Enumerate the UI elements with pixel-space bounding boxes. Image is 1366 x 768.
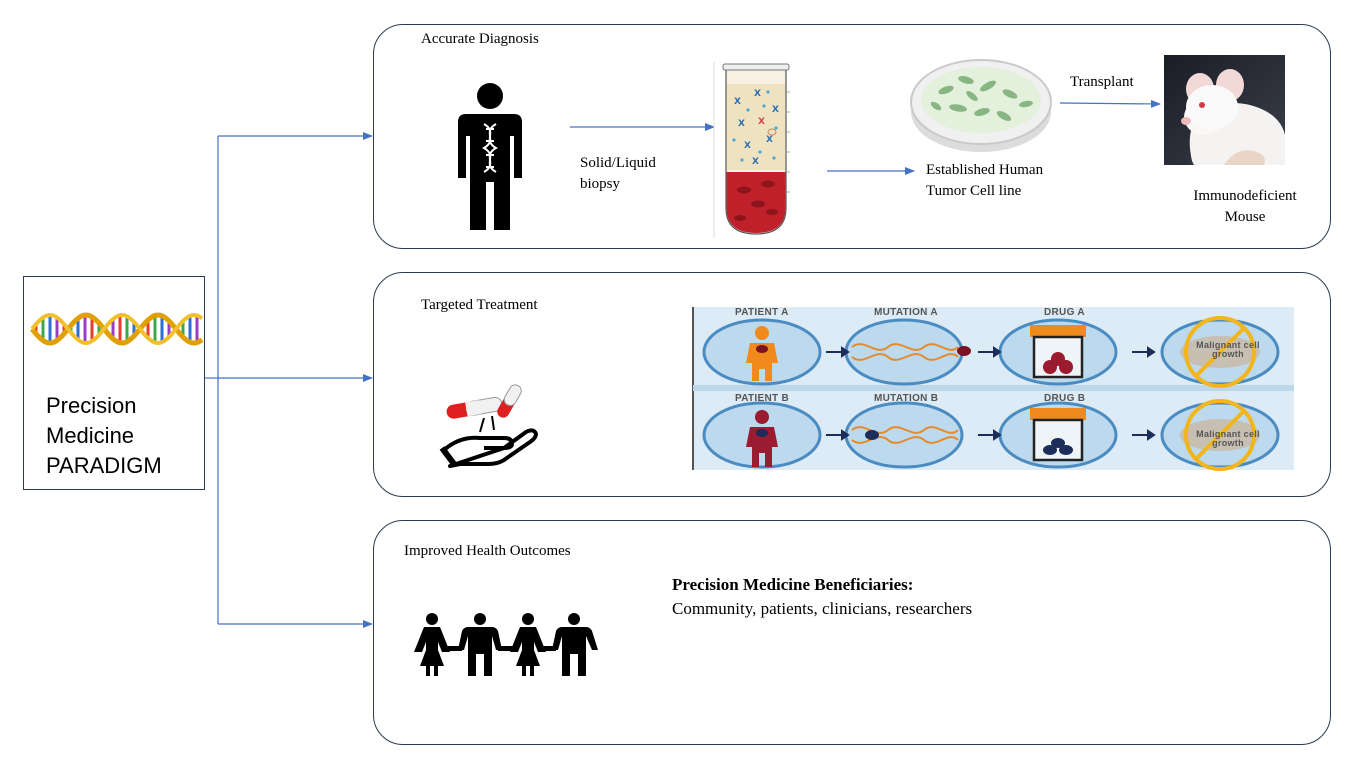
mouse-photo-icon [1164,55,1285,165]
svg-text:X: X [752,157,759,167]
svg-text:X: X [766,135,773,145]
biopsy-label-line: Solid/Liquid [580,155,656,171]
svg-text:X: X [734,97,741,107]
treatment-title: Targeted Treatment [421,297,538,313]
pill-hand-icon [439,384,538,468]
transplant-label: Transplant [1070,74,1134,90]
patient-b-caption: PATIENT B [735,393,789,404]
result-a-line: Malignant cell [1196,340,1260,350]
targeted-therapy-diagram [692,307,1294,471]
result-a-caption: Malignant cell growth [1194,341,1262,359]
biopsy-label-line: biopsy [580,176,621,192]
root-label-line: Precision [46,393,137,418]
drug-b-caption: DRUG B [1044,393,1086,404]
svg-text:X: X [744,141,751,151]
patient-b-figure [746,410,778,467]
person-dna-icon [458,83,522,230]
root-label: Precision Medicine PARADIGM [46,391,162,481]
mutation-b-dna [851,426,959,444]
people-group-icon [414,613,598,676]
test-tube-icon: X X X X X X X X [713,62,790,238]
svg-text:X: X [754,89,761,99]
mouse-label: Immunodeficient Mouse [1186,186,1304,228]
patient-a-figure [746,326,778,381]
root-label-line: Medicine [46,423,135,448]
svg-text:X: X [772,105,779,115]
svg-text:X: X [738,119,745,129]
patient-a-caption: PATIENT A [735,307,789,318]
result-b-caption: Malignant cell growth [1194,430,1262,448]
mouse-label-line: Immunodeficient [1193,188,1297,204]
cell-line-label: Established Human Tumor Cell line [926,160,1043,202]
svg-text:X: X [758,117,765,127]
mutation-a-caption: MUTATION A [874,307,938,318]
result-a-line: growth [1212,349,1244,359]
arrow-transplant [1059,99,1161,108]
row-b [702,399,1280,471]
petri-dish-icon [910,59,1052,152]
cell-line-label-line: Tumor Cell line [926,183,1022,199]
biopsy-label: Solid/Liquid biopsy [580,153,656,195]
result-b-line: growth [1212,438,1244,448]
row-a [702,316,1280,388]
beneficiaries-list: Community, patients, clinicians, researc… [672,599,973,618]
diagnosis-title: Accurate Diagnosis [421,31,539,47]
outcomes-title: Improved Health Outcomes [404,543,571,559]
drug-a-caption: DRUG A [1044,307,1085,318]
root-label-line: PARADIGM [46,453,162,478]
beneficiaries-heading: Precision Medicine Beneficiaries: [672,575,914,594]
dna-helix-icon [30,312,204,346]
mutation-b-caption: MUTATION B [874,393,939,404]
mutation-a-dna [851,343,959,361]
mouse-label-line: Mouse [1224,209,1266,225]
cell-line-label-line: Established Human [926,162,1044,178]
result-b-line: Malignant cell [1196,429,1260,439]
precision-medicine-box: Precision Medicine PARADIGM [23,276,205,490]
